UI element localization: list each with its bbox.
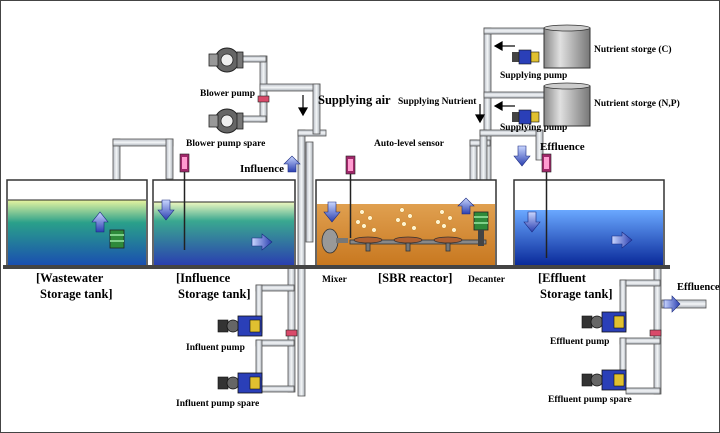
supplying-pump-c[interactable] [512,49,540,65]
supplying-nutrient-label: Supplying Nutrient [398,97,477,107]
effluent-pump-spare-label: Effluent pump spare [548,395,632,405]
wastewater-tank-label-2: Storage tank] [40,287,113,301]
wastewater-suction-head [109,229,125,249]
arrow-right-icon [611,231,633,249]
influence-tank-label-2: Storage tank] [178,287,251,301]
sbr-reactor-label: [SBR reactor] [378,271,452,285]
effluent-storage-tank [513,179,665,267]
influence-storage-tank [152,179,296,267]
influent-pump-spare[interactable] [217,372,263,394]
arrow-right-icon [663,295,681,313]
arrow-down-icon [323,201,341,223]
blower-pump-spare[interactable] [208,108,244,134]
effluent-pump-label: Effluent pump [550,337,609,347]
effluence-right-label: Effluence [677,282,720,293]
influent-valve[interactable] [285,329,298,337]
arrow-up-icon [283,155,301,173]
level-sensor-effluent [541,153,552,258]
auto-level-sensor-label: Auto-level sensor [374,139,445,149]
wastewater-tank-label-1: [Wastewater [36,271,104,285]
influent-pump-label: Influent pump [186,343,245,353]
arrow-right-icon [251,233,273,251]
effluent-pump-spare[interactable] [581,369,627,391]
nutrient-np-label: Nutrient storge (N,P) [594,98,680,109]
blower-valve[interactable] [257,95,270,103]
effluent-valve[interactable] [649,329,662,337]
nutrient-tank-np [543,82,591,127]
influent-pump[interactable] [217,315,263,337]
labels: Blower pump Blower pump spare Supplying … [36,44,720,409]
supplying-air-label: Supplying air [318,93,391,107]
nutrient-tank-c [543,24,591,69]
blower-pump[interactable] [208,47,244,73]
blower-pump-spare-label: Blower pump spare [186,139,265,149]
effluence-top-label: Effluence [540,141,585,153]
mixer-label: Mixer [322,275,348,285]
level-sensor-influence [179,153,190,250]
influence-label: Influence [240,163,284,175]
effluent-pump[interactable] [581,311,627,333]
effluent-tank-label-1: [Effluent [538,271,587,285]
air-bubbles [355,207,457,233]
ground-line [3,265,670,269]
supplying-pump-np-label: Supplying pump [500,123,567,133]
influence-tank-label-1: [Influence [176,271,231,285]
supplying-pump-np[interactable] [512,109,540,125]
mixer [321,228,348,254]
level-sensor-sbr [345,155,356,238]
supplying-pump-c-label: Supplying pump [500,71,567,81]
arrow-up-icon [457,197,475,215]
nutrient-c-label: Nutrient storge (C) [594,44,672,55]
line-arrows [297,40,515,124]
decanter [473,211,489,246]
arrow-down-icon [523,211,541,233]
arrow-down-icon [513,145,531,167]
arrow-down-icon [157,199,175,221]
wastewater-storage-tank [6,179,148,267]
flow-arrows [91,145,681,313]
air-diffusers [349,236,487,252]
effluent-tank-label-2: Storage tank] [540,287,613,301]
influent-pump-spare-label: Influent pump spare [176,399,259,409]
blower-pump-label: Blower pump [200,89,255,99]
decanter-label: Decanter [468,275,506,285]
arrow-up-icon [91,211,109,233]
